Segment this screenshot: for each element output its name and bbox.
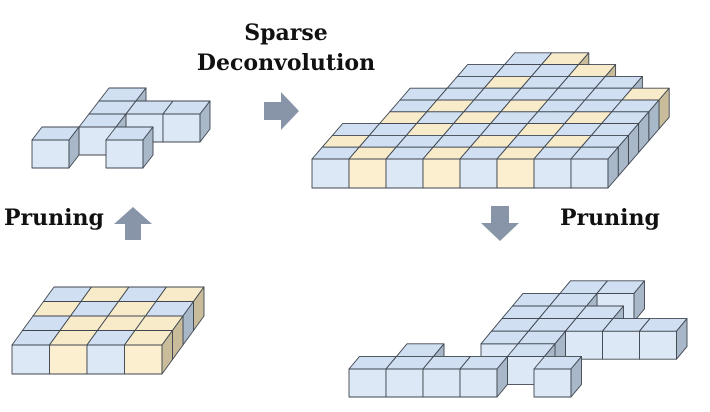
voxel-side-face xyxy=(570,355,582,398)
voxel-front-face xyxy=(422,158,461,189)
pruning-label-left: Pruning xyxy=(4,205,104,231)
voxel-front-face xyxy=(86,344,125,375)
voxel-front-face xyxy=(533,158,572,189)
arrow-up-icon xyxy=(114,207,152,240)
voxel-front-face xyxy=(31,139,70,169)
voxel-side-face xyxy=(161,330,173,375)
pruned-sparse-voxels xyxy=(31,87,211,169)
voxel-front-face xyxy=(533,368,572,398)
dense-input-grid xyxy=(11,286,205,375)
voxel-front-face xyxy=(422,368,461,398)
voxel-side-face xyxy=(676,318,688,360)
voxel xyxy=(459,355,508,398)
voxel-front-face xyxy=(385,158,424,189)
sparse-label-line1: Sparse xyxy=(244,20,328,46)
pruned-output-voxels xyxy=(348,280,688,398)
voxel-side-face xyxy=(607,146,619,189)
arrow-down-icon xyxy=(481,206,519,241)
voxel-front-face xyxy=(49,344,88,375)
deconvolution-output-voxels xyxy=(311,52,670,189)
voxel-side-face xyxy=(199,100,211,143)
voxel-side-face xyxy=(496,355,508,398)
voxel xyxy=(105,126,154,169)
pruning-label-right: Pruning xyxy=(560,205,660,231)
voxel-side-face xyxy=(142,126,154,169)
voxel-front-face xyxy=(459,368,498,398)
sparse-deconvolution-label: Sparse Deconvolution xyxy=(196,18,376,78)
voxel xyxy=(570,146,619,189)
voxel xyxy=(533,355,582,398)
voxel-front-face xyxy=(311,158,350,189)
voxel-front-face xyxy=(602,330,640,360)
voxel xyxy=(602,318,651,360)
voxel-front-face xyxy=(570,158,609,189)
voxel-front-face xyxy=(459,158,498,189)
voxel-front-face xyxy=(11,344,50,375)
voxel xyxy=(162,100,211,143)
voxel-side-face xyxy=(68,126,80,169)
voxel-front-face xyxy=(348,368,387,398)
voxel-front-face xyxy=(385,368,424,398)
voxel-front-face xyxy=(565,330,603,360)
voxel xyxy=(31,126,80,169)
voxel xyxy=(124,330,173,375)
voxel-side-face xyxy=(633,280,645,322)
voxel-front-face xyxy=(348,158,387,189)
voxel-front-face xyxy=(105,139,144,169)
arrow-right-icon xyxy=(264,92,299,130)
voxel xyxy=(639,318,688,360)
voxel-front-face xyxy=(496,158,535,189)
voxel-front-face xyxy=(124,344,163,375)
voxel-front-face xyxy=(639,330,677,360)
sparse-label-line2: Deconvolution xyxy=(196,50,376,76)
voxel-front-face xyxy=(162,113,201,143)
